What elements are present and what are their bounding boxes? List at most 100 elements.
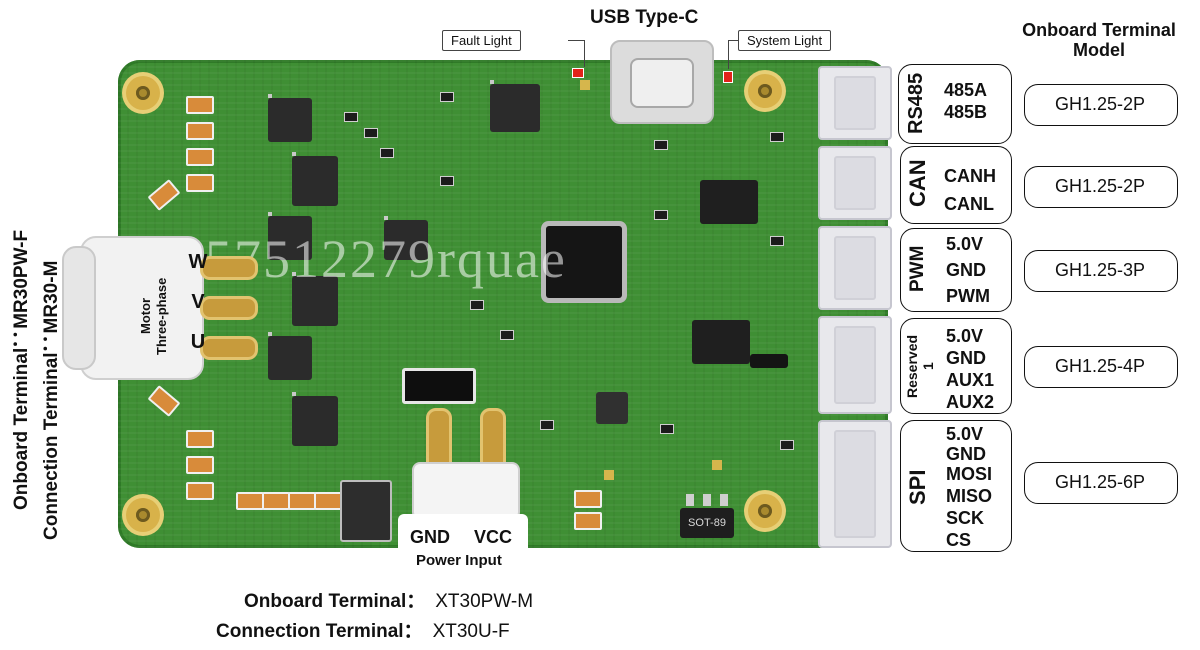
motor-pin-w — [200, 256, 258, 280]
power-label-panel — [398, 514, 528, 574]
rs485-pin-2: 485B — [944, 102, 988, 122]
pwm-pin-2: GND — [946, 260, 986, 280]
power-inductor — [340, 480, 392, 542]
can-pin-1: CANH — [944, 166, 996, 186]
mosfet-chip — [292, 152, 338, 206]
onboard-terminal-value: XT30PW-M — [435, 591, 534, 612]
can-model-box — [1024, 166, 1178, 208]
power-gnd-label: GND — [410, 527, 450, 547]
fault-led — [572, 68, 584, 78]
chip-pin — [720, 494, 728, 506]
usb-label: USB Type-C — [590, 7, 699, 28]
can-pin-box — [900, 146, 1012, 224]
spi-pin-box — [900, 420, 1012, 552]
mosfet-chip — [268, 212, 312, 260]
solder-pad — [712, 460, 722, 470]
power-connector-housing — [412, 462, 520, 520]
mosfet-chip — [292, 272, 338, 326]
can-connector[interactable] — [818, 146, 892, 220]
onboard-terminal-label: Onboard Terminal： — [244, 591, 426, 612]
resistor — [440, 176, 454, 186]
reserved-pin-3: AUX1 — [946, 370, 995, 390]
mosfet-chip — [268, 94, 312, 142]
power-vcc-label: VCC — [474, 527, 513, 547]
reserved-name: Reserved 1 — [904, 334, 936, 398]
connection-terminal-label: Connection Terminal： — [216, 621, 423, 642]
pwm-name: PWM — [907, 245, 928, 293]
resistor — [440, 92, 454, 102]
diode — [402, 368, 476, 404]
system-led — [723, 71, 733, 83]
rs485-name: RS485 — [905, 72, 927, 134]
capacitor — [186, 148, 214, 166]
fault-light-label: Fault Light — [442, 30, 521, 51]
mosfet-chip — [292, 392, 338, 446]
mosfet-chip — [268, 332, 312, 380]
capacitor — [186, 96, 214, 114]
capacitor — [186, 122, 214, 140]
spi-pin-6: CS — [946, 530, 972, 550]
onboard-terminal-value: MR30PW-F — [11, 229, 32, 329]
spi-connector[interactable] — [818, 420, 892, 548]
spi-pin-4: MISO — [946, 486, 993, 506]
chip-pin — [686, 494, 694, 506]
can-model: GH1.25-2P — [1054, 176, 1146, 196]
resistor — [654, 140, 668, 150]
reserved-pin-2: GND — [946, 348, 986, 368]
chip-pin — [703, 494, 711, 506]
pwm-model-box — [1024, 250, 1178, 292]
driver-chip — [692, 320, 750, 364]
mosfet-chip — [384, 216, 428, 260]
capacitor — [574, 490, 602, 508]
solder-pad — [580, 80, 590, 90]
reserved-pin-box — [900, 318, 1012, 414]
usb-c-connector[interactable] — [610, 40, 714, 124]
pwm-pin-1: 5.0V — [946, 234, 984, 254]
spi-pin-1: 5.0V — [946, 424, 984, 444]
rs485-pin-1: 485A — [944, 80, 988, 100]
capacitor — [186, 456, 214, 474]
capacitor — [186, 482, 214, 500]
microcontroller-chip — [546, 226, 622, 298]
resistor — [364, 128, 378, 138]
rs485-connector[interactable] — [818, 66, 892, 140]
capacitor — [262, 492, 290, 510]
resistor — [540, 420, 554, 430]
transceiver-chip — [700, 180, 758, 224]
rs485-pin-box — [898, 64, 1012, 144]
pwm-connector[interactable] — [818, 226, 892, 310]
pwm-model: GH1.25-3P — [1054, 260, 1146, 280]
mounting-hole — [748, 494, 782, 528]
connection-terminal-label: Connection Terminal： — [41, 333, 62, 540]
resistor — [660, 424, 674, 434]
spi-pin-3: MOSI — [946, 464, 993, 484]
resistor — [770, 132, 784, 142]
phase-v-label: V — [191, 291, 205, 313]
pcb-board — [118, 60, 888, 548]
model-header: Onboard Terminal Model — [1022, 20, 1176, 60]
mounting-hole — [126, 76, 160, 110]
leader-line — [728, 40, 739, 69]
motor-onboard-terminal: Onboard Terminal：MR30PW-F — [11, 150, 32, 510]
resistor — [380, 148, 394, 158]
reserved-model: GH1.25-4P — [1054, 356, 1146, 376]
reserved-connector[interactable] — [818, 316, 892, 414]
motor-connector-latch — [62, 246, 96, 370]
phase-u-label: U — [190, 331, 206, 353]
mounting-hole — [748, 74, 782, 108]
spi-model-box — [1024, 462, 1178, 504]
resistor — [500, 330, 514, 340]
phase-w-label: W — [188, 251, 208, 273]
motor-connector-housing — [80, 236, 204, 380]
rs485-model: GH1.25-2P — [1054, 94, 1146, 114]
reserved-pin-4: AUX2 — [946, 392, 995, 412]
motor-pin-v — [200, 296, 258, 320]
motor-connection-terminal: Connection Terminal：MR30-M — [41, 150, 62, 540]
regulator-chip: SOT-89 — [680, 508, 734, 538]
resistor — [654, 210, 668, 220]
pwm-pin-box — [900, 228, 1012, 312]
leader-line — [568, 40, 585, 67]
capacitor — [314, 492, 342, 510]
capacitor — [236, 492, 264, 510]
power-input-label: Power Input — [416, 552, 502, 569]
